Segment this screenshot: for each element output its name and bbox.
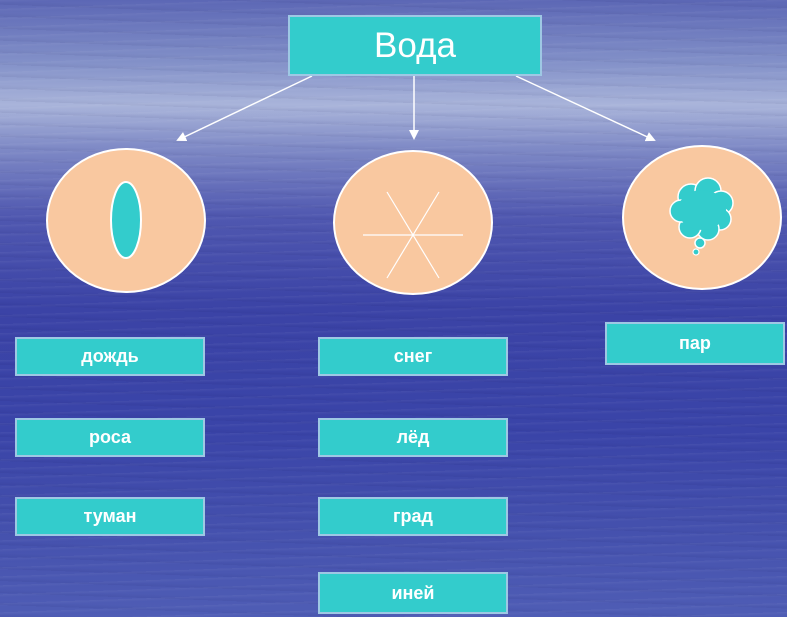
- leaf-label: лёд: [396, 427, 430, 447]
- gas-circle: [622, 145, 782, 290]
- leaf-label: дождь: [81, 346, 139, 366]
- leaf-rain: дождь: [15, 337, 205, 376]
- leaf-hoarfrost: иней: [318, 572, 508, 614]
- leaf-label: снег: [393, 346, 433, 366]
- leaf-fog: туман: [15, 497, 205, 536]
- leaf-steam: пар: [605, 322, 785, 365]
- leaf-ice: лёд: [318, 418, 508, 457]
- root-node-water: Вода: [288, 15, 542, 76]
- root-label: Вода: [374, 25, 456, 65]
- leaf-label: град: [393, 506, 433, 526]
- leaf-label: пар: [679, 333, 711, 353]
- solid-circle: [333, 150, 493, 295]
- leaf-hail: град: [318, 497, 508, 536]
- drop-icon: [110, 181, 142, 259]
- leaf-label: иней: [391, 582, 435, 603]
- leaf-label: туман: [83, 506, 137, 526]
- arrow-to-gas: [515, 75, 656, 142]
- leaf-label: роса: [89, 427, 131, 447]
- snowflake-icon: [363, 191, 463, 279]
- cloud-icon: [669, 177, 734, 256]
- leaf-snow: снег: [318, 337, 508, 376]
- liquid-circle: [46, 148, 206, 293]
- arrow-to-liquid: [176, 75, 313, 142]
- leaf-dew: роса: [15, 418, 205, 457]
